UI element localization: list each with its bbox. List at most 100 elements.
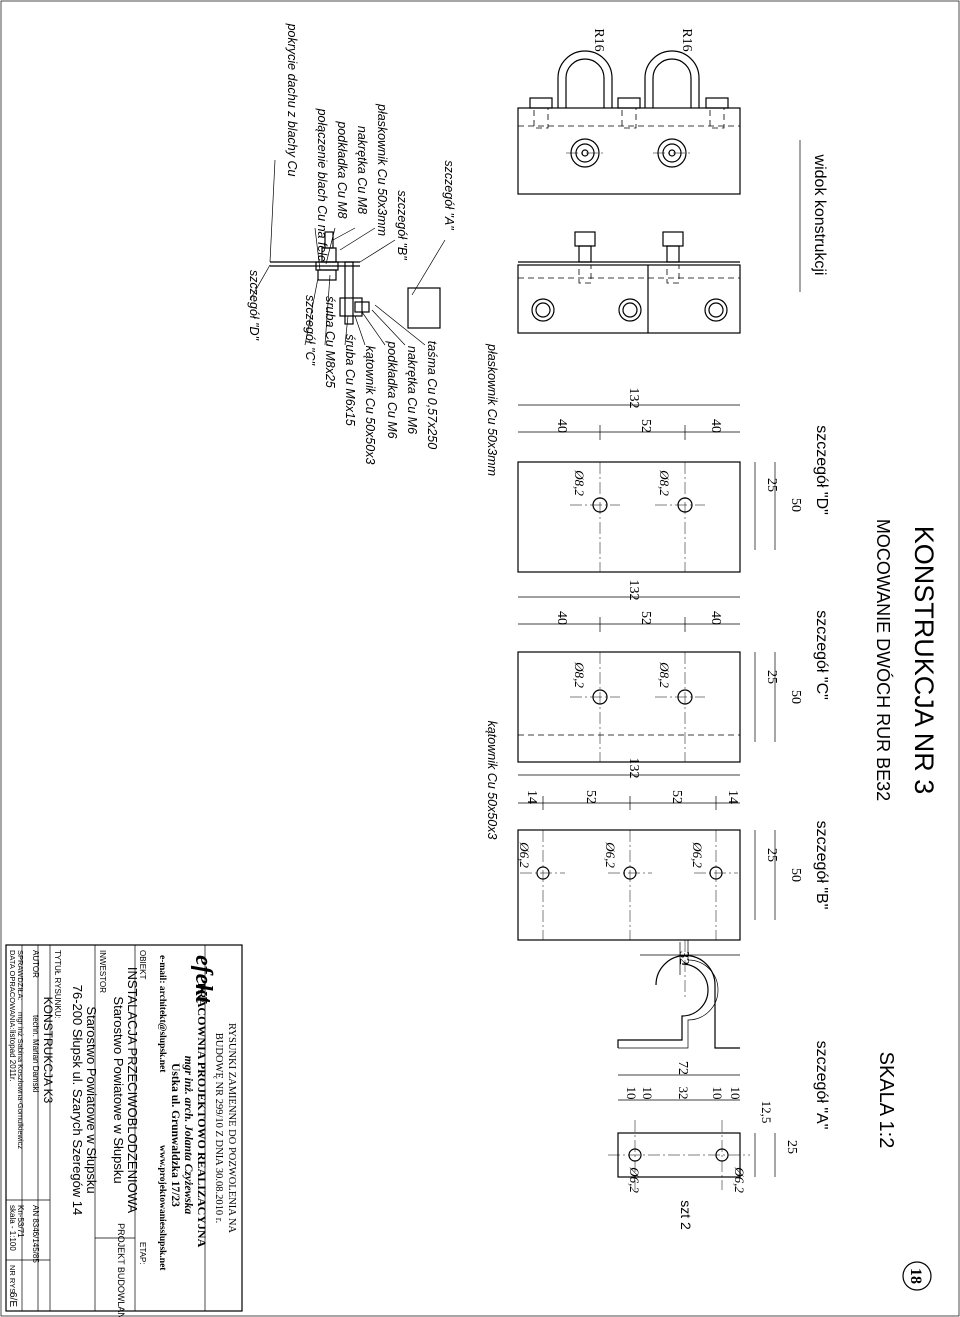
callout-nut-m8: nakrętka Cu M8 xyxy=(355,126,369,214)
callout-detail-b: szczegół "B" xyxy=(395,190,409,260)
tb-investor-label: INWESTOR xyxy=(98,950,107,993)
subheading: MOCOWANIE DWÓCH RUR BE32 xyxy=(873,519,894,801)
radius-label-2: R16 xyxy=(679,28,694,51)
callout-washer-m8: podkładka Cu M8 xyxy=(335,120,349,218)
detail-a-dim-a: 10 xyxy=(624,1087,639,1100)
detail-c-dim-b: 52 xyxy=(638,611,653,625)
tb-object-1: INSTALACJA PRZECIWOBLODZENIOWA xyxy=(125,967,140,1214)
tb-drawing-title: KONSTRUKCJA K3 xyxy=(41,997,55,1104)
detail-a-dim-top: 32 xyxy=(676,951,691,965)
tb-scale: skala - 1:100 xyxy=(8,1205,17,1251)
detail-c-hole-1: Ø8,2 xyxy=(572,661,587,688)
detail-a-hole-1: Ø6,2 xyxy=(627,1166,642,1193)
callout-angle: kątownik Cu 50x50x3 xyxy=(363,346,377,465)
tb-drawing-no-label: NR RYS. xyxy=(8,1265,17,1295)
tb-note-2: BUDOWĘ NR 299/10 Z DNIA 30.08.2010 r. xyxy=(213,1033,224,1223)
main-title: KONSTRUKCJA NR 3 xyxy=(909,526,939,795)
plate-with-bolts xyxy=(517,231,741,334)
detail-a-label: szczegół "A" xyxy=(813,1041,830,1130)
tb-date-label: DATA OPRACOWANIA: xyxy=(8,950,17,1029)
tb-company-email: e-mail: architekt@slupsk.net xyxy=(157,955,167,1073)
detail-c-dim-e: 50 xyxy=(788,690,803,704)
detail-b-label: szczegół "B" xyxy=(813,821,830,910)
tb-company-www: www.projektowaniesslupsk.net xyxy=(157,1145,167,1271)
detail-d-material: płaskownik Cu 50x3mm xyxy=(485,343,499,476)
title-block: RYSUNKI ZAMIENNE DO POZWOLENIA NA BUDOWĘ… xyxy=(5,944,243,1317)
detail-a-dim-b: 10 xyxy=(640,1087,655,1100)
callout-seam: połączenie blach Cu na felc xyxy=(315,108,329,263)
tb-company-address: Ustka ul. Grunwaldzka 17/23 xyxy=(169,1063,181,1207)
detail-a-dim-e: 10 xyxy=(728,1087,743,1100)
detail-b-dim-a: 14 xyxy=(524,790,539,804)
detail-b-hole-3: Ø6,2 xyxy=(690,841,705,868)
tb-stage-value: PROJEKT BUDOWLANY xyxy=(116,1223,126,1317)
tb-object-label: OBIEKT xyxy=(138,950,147,979)
detail-d-hole-1: Ø8,2 xyxy=(572,469,587,496)
plate-with-clamps xyxy=(517,50,741,195)
heading: KONSTRUKCJA NR 3 xyxy=(909,526,939,795)
detail-a-dim-c: 32 xyxy=(676,1087,691,1100)
callout-bolt-m6: śruba Cu M6x15 xyxy=(343,334,357,426)
detail-a-piece: szt 2 xyxy=(678,1200,694,1230)
detail-b-dim-d: 14 xyxy=(725,790,740,804)
detail-a-dim-f: 12,5 xyxy=(759,1101,774,1124)
callout-nut-m6: nakrętka Cu M6 xyxy=(405,346,419,434)
tb-author: techn. Marian Damski xyxy=(31,1015,40,1093)
detail-a-hole-2: Ø6,2 xyxy=(732,1166,747,1193)
detail-d-dim-c: 40 xyxy=(708,419,723,433)
tb-checked: mgr inż Sabina Koszłowna-Gomulkiewicz xyxy=(16,1012,25,1149)
tb-checked-label: SPRAWDZIŁA: xyxy=(16,950,25,1001)
sheet-number-badge: 18 xyxy=(902,1261,932,1291)
callout-flat-bar: płaskownik Cu 50x3mm xyxy=(375,103,389,236)
detail-a: szczegół "A" 32 72 10 10 32 10 10 12,5 2… xyxy=(608,940,830,1230)
tb-drawing-no: 6/E xyxy=(7,1292,18,1307)
callout-leaders xyxy=(249,159,446,346)
tb-investor-2: 76-200 Słupsk ul. Szarych Szeregów 14 xyxy=(70,985,85,1216)
detail-b-dim-c: 52 xyxy=(669,790,684,804)
detail-b-hole-2: Ø6,2 xyxy=(603,841,618,868)
detail-c-dim-total: 132 xyxy=(626,580,641,601)
tb-checked-permit: Kn-53/71 xyxy=(16,1205,25,1238)
tb-stage-label: ETAP: xyxy=(138,1242,147,1265)
scale-label: SKALA 1:2 xyxy=(875,1052,897,1149)
detail-d-dim-e: 50 xyxy=(788,498,803,512)
detail-d-dim-b: 52 xyxy=(638,419,653,433)
detail-a-dim-total: 72 xyxy=(675,1061,690,1075)
detail-a-dim-g: 25 xyxy=(784,1140,799,1154)
callout-detail-d: szczegół "D" xyxy=(247,270,261,341)
tb-logo: efekt xyxy=(190,955,216,1004)
detail-c-dim-c: 40 xyxy=(708,611,723,625)
detail-d-label: szczegół "D" xyxy=(813,425,830,515)
tb-author-label: AUTOR xyxy=(31,950,40,978)
detail-c-material: kątownik Cu 50x50x3 xyxy=(485,721,499,840)
callout-bolt-m8: śruba Cu M8x25 xyxy=(323,296,337,388)
detail-b-dim-b: 52 xyxy=(583,790,598,804)
u-clamp-2 xyxy=(644,50,700,108)
tb-investor-1: Starostwo Powiatowe w Słupsku xyxy=(84,1006,99,1193)
detail-b-hole-1: Ø6,2 xyxy=(517,841,532,868)
callout-detail-c: szczegół "C" xyxy=(303,295,317,366)
detail-b: szczegół "B" 132 14 52 52 14 25 50 Ø6,2 … xyxy=(517,758,830,941)
tb-date: listopad 2011r. xyxy=(8,1030,17,1081)
u-clamp-1 xyxy=(557,50,613,108)
detail-d-dim-d: 25 xyxy=(764,478,779,492)
tb-title-label: TYTUŁ RYSUNKU: xyxy=(53,950,62,1019)
callout-detail-a: szczegół "A" xyxy=(442,160,456,230)
detail-d: szczegół "D" 132 40 52 40 25 50 Ø8,2 Ø8,… xyxy=(485,343,830,573)
callout-tape: taśma Cu 0,57x250 xyxy=(425,341,439,449)
detail-c-dim-d: 25 xyxy=(764,670,779,684)
detail-b-dim-f: 50 xyxy=(788,868,803,882)
callout-roof: pokrycie dachu z blachy Cu xyxy=(285,23,299,177)
sheet-number: 18 xyxy=(907,1268,924,1284)
tb-company: PRACOWNIA PROJEKTOWO REALIZACYJNA xyxy=(195,983,209,1248)
detail-d-hole-2: Ø8,2 xyxy=(657,469,672,496)
detail-d-dim-total: 132 xyxy=(626,388,641,409)
tb-author-permit: AN 8346/145/85 xyxy=(31,1205,40,1263)
detail-b-dim-e: 25 xyxy=(764,848,779,862)
tb-note-1: RYSUNKI ZAMIENNE DO POZWOLENIA NA xyxy=(226,1023,237,1233)
callout-washer-m6: podkładka Cu M6 xyxy=(385,340,399,438)
detail-b-dim-total: 132 xyxy=(626,758,641,779)
tb-company-person: mgr inż. arch. Jolanta Czyżewska xyxy=(182,1056,194,1215)
